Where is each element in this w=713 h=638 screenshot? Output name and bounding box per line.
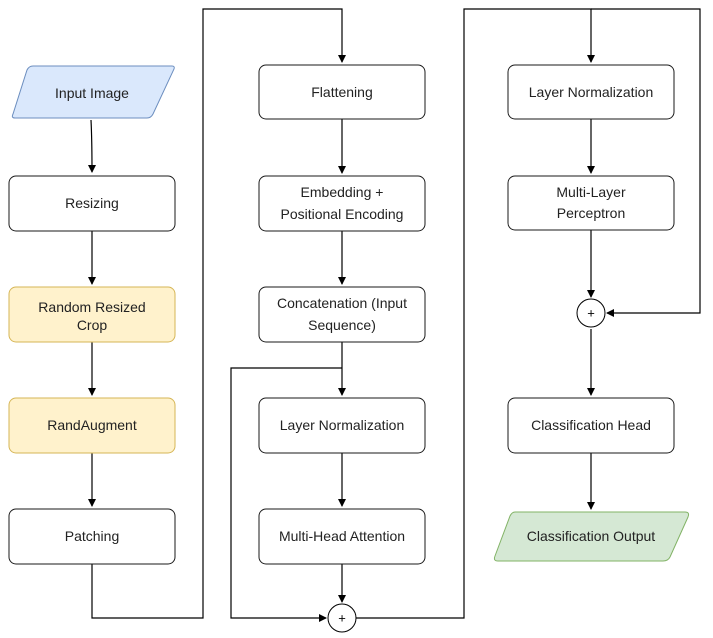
random-resized-crop-line-2: Crop — [77, 317, 108, 333]
random-resized-crop-label-2: Crop — [77, 317, 108, 333]
flattening-box — [258, 64, 426, 120]
flattening-label: Flattening — [311, 84, 372, 100]
node-mlp: Multi-Layer Perceptron — [507, 175, 675, 231]
node-layer-norm-1: Layer Normalization — [258, 397, 426, 454]
node-input-image: Input Image — [11, 65, 175, 119]
layer-norm-1-box — [258, 397, 426, 454]
node-resizing: Resizing — [8, 175, 176, 232]
edge-residual-skip-1 — [230, 367, 342, 622]
mlp-box — [507, 175, 675, 231]
concatenation-label-2: Sequence) — [308, 317, 376, 333]
input-image-outline — [11, 65, 175, 119]
patching-label: Patching — [65, 528, 119, 544]
add-2-circle — [576, 298, 606, 328]
node-concatenation: Concatenation (Input Sequence) — [258, 286, 426, 343]
multi-head-attention-label: Multi-Head Attention — [279, 528, 405, 544]
layer-norm-1-label: Layer Normalization — [280, 417, 405, 433]
add-1-symbol: + — [338, 611, 346, 626]
randaugment-label: RandAugment — [47, 417, 137, 433]
embedding-label-2: Positional Encoding — [281, 206, 404, 222]
node-classification-head: Classification Head — [507, 397, 675, 454]
edge-residual-skip-2 — [591, 8, 701, 317]
randaugment-outline — [8, 397, 176, 454]
node-classification-output: Classification Output — [493, 511, 690, 562]
random-resized-crop-label: Random Resized — [38, 299, 145, 315]
edge-patching-to-flattening — [91, 8, 346, 619]
classification-output-label: Classification Output — [527, 528, 656, 544]
edge-add-1-to-layer-norm-2 — [356, 8, 595, 619]
node-randaugment: RandAugment — [8, 397, 176, 454]
input-image-shape — [12, 66, 175, 118]
layer-norm-2-label: Layer Normalization — [529, 84, 654, 100]
mlp-label-1: Multi-Layer — [556, 184, 626, 200]
edge-input-to-resizing — [87, 119, 96, 173]
input-image-label: Input Image — [55, 85, 129, 101]
node-patching: Patching — [8, 508, 176, 565]
random-resized-crop-outline — [8, 286, 176, 343]
classification-head-box — [507, 397, 675, 454]
node-flattening: Flattening — [258, 64, 426, 120]
classification-output-shape — [494, 512, 689, 561]
randaugment-box — [9, 398, 175, 453]
node-embedding: Embedding + Positional Encoding — [258, 175, 426, 232]
classification-head-label: Classification Head — [531, 417, 651, 433]
mlp-label-2: Perceptron — [557, 205, 625, 221]
resizing-box — [8, 175, 176, 232]
random-resized-crop-box — [9, 287, 175, 342]
multi-head-attention-box — [258, 508, 426, 565]
concatenation-box — [258, 286, 426, 343]
concatenation-label-1: Concatenation (Input — [277, 295, 407, 311]
edges — [87, 8, 701, 622]
add-1-circle — [327, 603, 357, 633]
junction-add-2: + — [576, 298, 606, 328]
add-2-symbol: + — [587, 306, 595, 321]
embedding-box — [258, 175, 426, 232]
resizing-label: Resizing — [65, 195, 119, 211]
node-layer-norm-2: Layer Normalization — [507, 64, 675, 120]
random-resized-crop-line-1: Random Resized — [38, 299, 145, 315]
embedding-label-1: Embedding + — [301, 184, 384, 200]
layer-norm-2-box — [507, 64, 675, 120]
node-random-resized-crop: Random Resized Crop — [8, 286, 176, 343]
junction-add-1: + — [327, 603, 357, 633]
node-multi-head-attention: Multi-Head Attention — [258, 508, 426, 565]
patching-box — [8, 508, 176, 565]
classification-output-outline — [493, 511, 690, 562]
